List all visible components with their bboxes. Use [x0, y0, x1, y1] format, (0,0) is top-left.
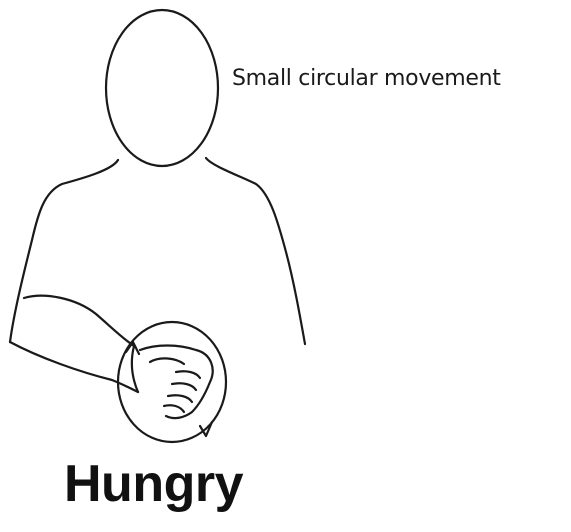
- thumb-outline: [150, 358, 184, 364]
- finger-2: [172, 383, 196, 390]
- finger-1: [176, 371, 200, 378]
- finger-3: [168, 395, 192, 402]
- head-outline: [106, 10, 218, 166]
- right-shoulder-outline: [206, 158, 305, 344]
- finger-4: [164, 405, 184, 412]
- forearm-upper-outline: [24, 296, 134, 346]
- left-shoulder-outline: [10, 160, 118, 342]
- movement-annotation: Small circular movement: [232, 66, 501, 91]
- wrist-outline: [132, 346, 138, 392]
- sign-word-label: Hungry: [64, 454, 243, 514]
